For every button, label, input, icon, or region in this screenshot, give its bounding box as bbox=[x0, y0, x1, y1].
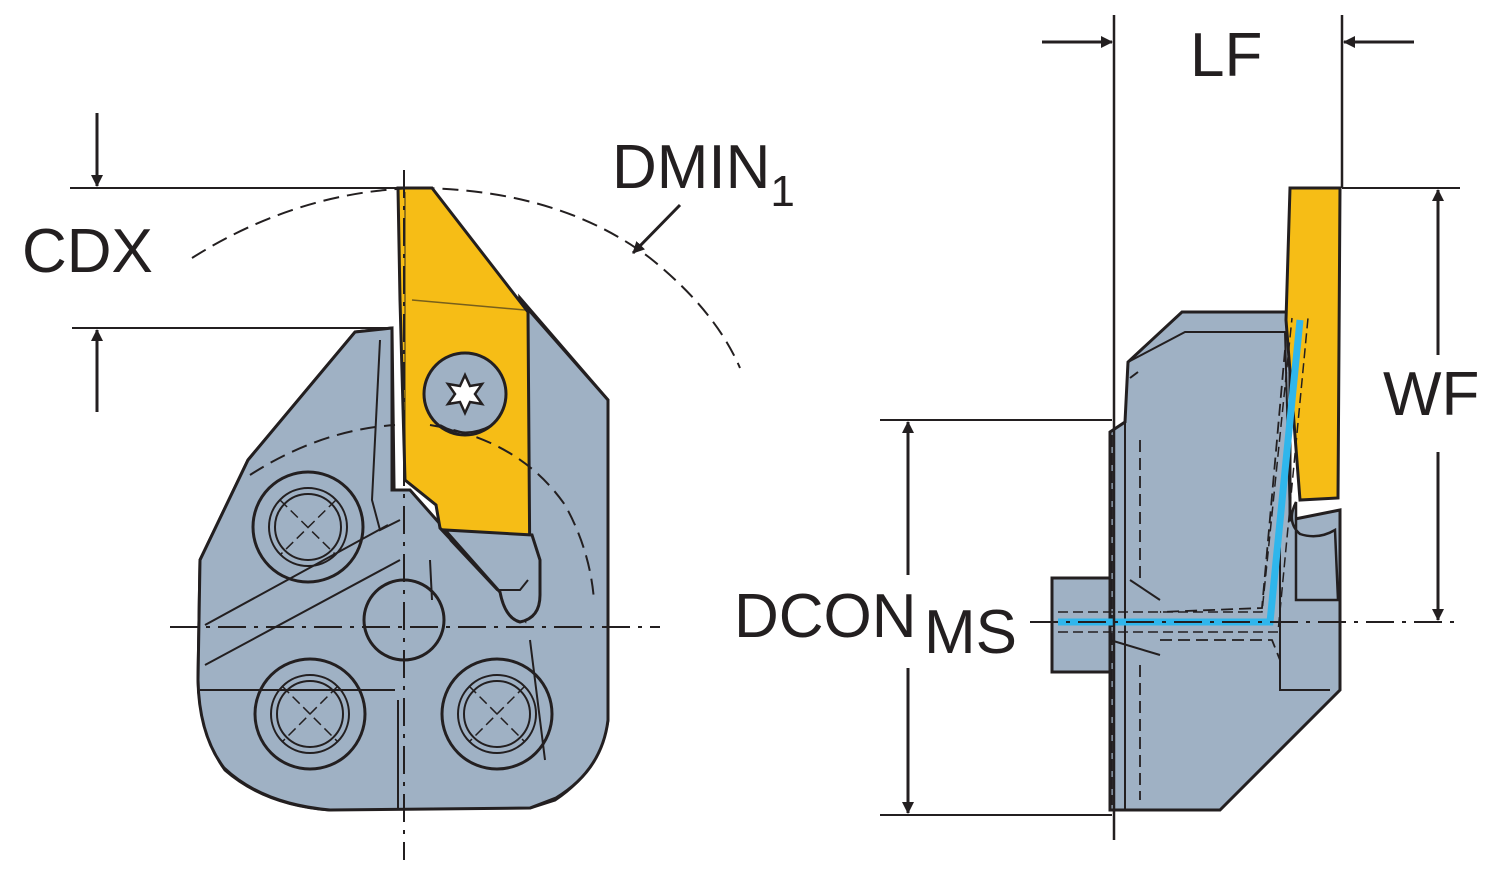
dmin-arc-inner bbox=[249, 424, 595, 601]
body-contour-lines bbox=[200, 339, 546, 808]
front-centerlines bbox=[170, 170, 660, 860]
dcon-label-sub: MS bbox=[924, 598, 1017, 667]
lf-label: LF bbox=[1190, 21, 1262, 90]
dcon-label-main: DCON bbox=[734, 582, 917, 651]
dcon-dimension bbox=[880, 419, 1112, 816]
dmin-label-main: DMIN bbox=[612, 133, 770, 202]
dmin-arc-outer bbox=[191, 186, 741, 369]
dmin-label: DMIN1 bbox=[612, 133, 795, 216]
insert-tip bbox=[449, 539, 529, 591]
insert-blade-side bbox=[1284, 186, 1342, 502]
insert-clamp-side bbox=[1290, 501, 1340, 602]
torx-screw-icon bbox=[422, 351, 508, 437]
coolant-channel-edges bbox=[1058, 317, 1309, 633]
wf-dimension bbox=[1342, 187, 1460, 621]
cdx-dimension bbox=[70, 113, 682, 412]
front-view: CDX DMIN1 bbox=[22, 113, 795, 860]
mounting-holes bbox=[251, 470, 554, 771]
dmin-label-sub: 1 bbox=[770, 167, 794, 216]
wf-label: WF bbox=[1383, 360, 1479, 429]
insert-clamp-slot bbox=[441, 528, 542, 624]
cdx-label: CDX bbox=[22, 217, 153, 286]
lf-dimension bbox=[1042, 15, 1414, 188]
